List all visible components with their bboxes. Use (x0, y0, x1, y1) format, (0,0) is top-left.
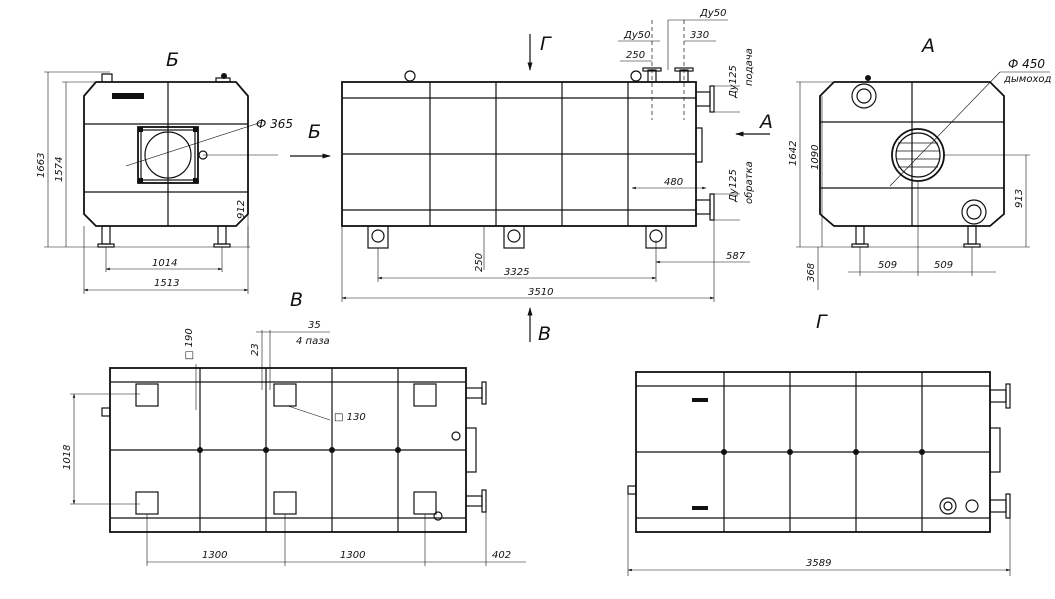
view-label-v: В (290, 289, 303, 311)
side-view: Г Ду50 Ду50 (341, 8, 773, 345)
dim-330: 330 (690, 30, 709, 41)
dim-width-509a: 509 (878, 260, 897, 271)
plan-view-v: В □ 190 23 35 (62, 289, 526, 566)
dim-du125-return: Ду125 (728, 169, 739, 203)
view-label-a: А (920, 35, 935, 57)
dim-35: 35 (308, 320, 321, 331)
dim-3325: 3325 (504, 267, 529, 278)
dim-square-130: □ 130 (334, 412, 366, 423)
dim-square-190: □ 190 (184, 328, 195, 360)
dim-402: 402 (492, 550, 511, 561)
dim-height-1642: 1642 (788, 141, 799, 166)
dim-du125-supply: Ду125 (728, 65, 739, 99)
dim-height-1663: 1663 (36, 153, 47, 178)
rear-view-a: А Ф 450 дымоход 1642 1090 (788, 35, 1052, 290)
dim-height-913: 913 (1014, 189, 1025, 208)
dim-width-1014: 1014 (152, 258, 177, 269)
dim-du50-top: Ду50 (699, 8, 726, 19)
arrow-b-letter: Б (308, 121, 321, 143)
dim-height-368: 368 (806, 263, 817, 282)
dim-height-1574: 1574 (54, 157, 65, 182)
arrow-v-letter: В (538, 323, 551, 345)
dim-1300a: 1300 (202, 550, 227, 561)
dim-3589: 3589 (806, 558, 831, 569)
dim-du50-left: Ду50 (623, 30, 650, 41)
dim-23: 23 (250, 343, 261, 356)
label-return: обратка (743, 161, 755, 204)
dim-1018: 1018 (62, 445, 73, 470)
dim-width-1513: 1513 (154, 278, 179, 289)
label-flue: дымоход (1003, 74, 1052, 85)
label-4-slots: 4 паза (296, 336, 330, 347)
dim-width-509b: 509 (934, 260, 953, 271)
front-view-b: Б Ф 365 1663 1574 (36, 49, 293, 294)
view-label-b: Б (166, 49, 179, 71)
arrow-a-letter: А (758, 111, 773, 133)
label-supply: подача (744, 48, 755, 86)
dim-250-top: 250 (626, 50, 645, 61)
dim-1300b: 1300 (340, 550, 365, 561)
dim-height-1090: 1090 (810, 145, 821, 170)
dim-axis-912: 912 (236, 200, 247, 219)
dim-diameter-450: Ф 450 (1008, 57, 1045, 71)
arrow-b: Б (290, 121, 331, 159)
dim-3510: 3510 (528, 287, 553, 298)
view-label-g: Г (540, 33, 552, 55)
dim-diameter-365: Ф 365 (256, 117, 293, 131)
dim-480: 480 (664, 177, 683, 188)
top-view-g: Г 3589 (627, 311, 1011, 576)
dim-250-low: 250 (474, 253, 485, 272)
view-label-g2: Г (816, 311, 828, 333)
dim-587: 587 (726, 251, 746, 262)
